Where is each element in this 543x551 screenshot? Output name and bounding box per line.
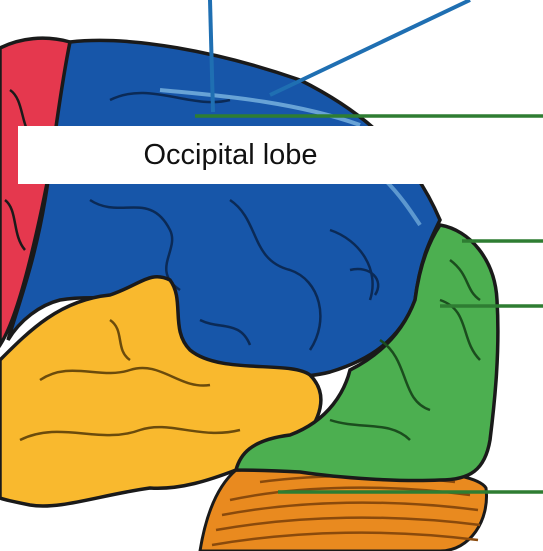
temporal-region bbox=[0, 274, 323, 508]
label-box: Occipital lobe bbox=[18, 126, 543, 184]
parietal-sulci bbox=[89, 91, 380, 351]
cerebellum-region bbox=[198, 462, 488, 551]
occipital-region bbox=[233, 223, 500, 483]
temporal-sulci bbox=[19, 318, 241, 442]
occipital-lobe-label: Occipital lobe bbox=[143, 138, 318, 171]
leader-lines bbox=[195, 0, 543, 494]
occipital-sulci bbox=[329, 259, 481, 441]
cerebellum-folia bbox=[211, 474, 481, 547]
